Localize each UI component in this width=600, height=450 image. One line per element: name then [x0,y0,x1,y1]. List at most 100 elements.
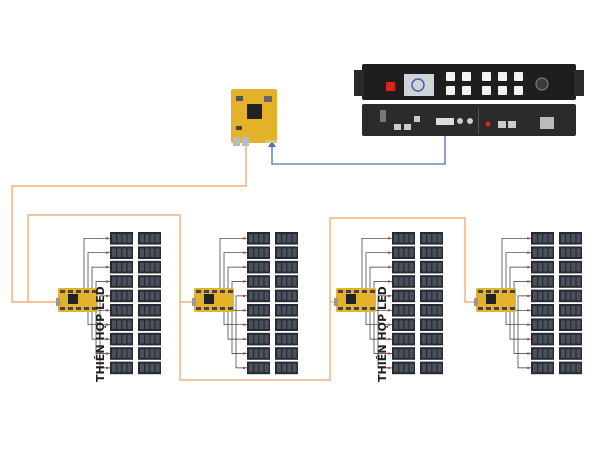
signal-marker [243,366,245,369]
led-module-cell [566,349,571,358]
led-module [420,347,443,360]
receiving-card-header [212,307,217,310]
signal-marker [388,323,390,326]
led-module-cell [254,234,259,243]
led-module-cell [548,277,553,286]
led-module [531,246,554,259]
led-module-cell [533,234,537,243]
led-module-cell [259,363,264,373]
signal-marker [388,309,390,312]
led-module-cell [112,262,116,272]
receiving-card-header [486,290,491,293]
led-module [247,246,270,259]
led-module-cell [538,306,543,315]
led-module [138,275,161,288]
led-module-cell [254,320,259,329]
led-module-cell [394,277,398,286]
signal-marker [527,323,529,326]
receiving-card-header [362,307,367,310]
led-module-cell [538,334,543,344]
led-module-cell [277,363,281,373]
led-module-cell [571,277,576,286]
rear-port [404,124,411,130]
led-module-cell [409,262,414,272]
led-module-cell [127,262,132,272]
led-module [110,232,133,245]
led-module-cell [155,277,160,286]
led-module-cell [422,248,426,257]
led-module [110,361,133,375]
led-module-cell [112,248,116,257]
led-module-cell [394,306,398,315]
led-module-cell [543,349,548,358]
receiving-card-header [502,307,507,310]
cable-daisy-chain [27,214,478,381]
led-module-cell [117,349,122,358]
signal-marker [527,366,529,369]
led-module-cell [127,234,132,243]
led-module [138,246,161,259]
signal-marker [106,266,108,269]
led-module-cell [533,349,537,358]
led-module-cell [576,291,581,301]
receiving-card-header [212,290,217,293]
led-module-cell [292,291,297,301]
module-group-4 [474,232,582,375]
led-module-cell [292,262,297,272]
ribbon-cable [377,302,392,369]
led-module-cell [571,262,576,272]
signal-marker [388,251,390,254]
led-module-cell [249,262,253,272]
receiving-card-chip [204,294,214,304]
led-module-cell [561,363,565,373]
led-module [247,232,270,245]
led-module-cell [259,306,264,315]
led-module-cell [287,363,292,373]
led-module-cell [259,277,264,286]
led-module-cell [394,262,398,272]
led-module-cell [127,291,132,301]
led-module-cell [432,349,437,358]
led-module-cell [409,320,414,329]
led-module-cell [282,262,287,272]
led-module-cell [264,363,269,373]
receiving-card-chip [346,294,356,304]
signal-marker [106,352,108,355]
led-module-cell [287,262,292,272]
led-module-cell [140,334,144,344]
led-module-cell [566,291,571,301]
led-module [531,304,554,317]
led-module [138,289,161,303]
module-group-2 [192,232,298,375]
signal-marker [388,294,390,297]
receiving-card-header [92,307,97,310]
led-module-cell [404,248,409,257]
led-module-cell [264,277,269,286]
led-module [531,260,554,274]
led-module-cell [533,262,537,272]
led-module-cell [140,277,144,286]
led-module [420,260,443,274]
led-module-cell [112,291,116,301]
led-module [275,260,298,274]
led-module-cell [155,363,160,373]
led-module-cell [249,363,253,373]
led-module-cell [127,334,132,344]
led-module-cell [112,349,116,358]
led-module [110,260,133,274]
signal-marker [388,352,390,355]
led-module-cell [155,334,160,344]
led-module-cell [543,234,548,243]
processor-button [462,72,471,81]
led-module-cell [140,234,144,243]
rear-port [414,116,420,122]
led-module-cell [264,234,269,243]
signal-marker [106,251,108,254]
led-module-cell [404,363,409,373]
processor-button [514,72,523,81]
led-module-cell [576,277,581,286]
led-module-cell [145,262,150,272]
led-module [275,289,298,303]
led-module-cell [437,306,442,315]
led-module-cell [432,262,437,272]
